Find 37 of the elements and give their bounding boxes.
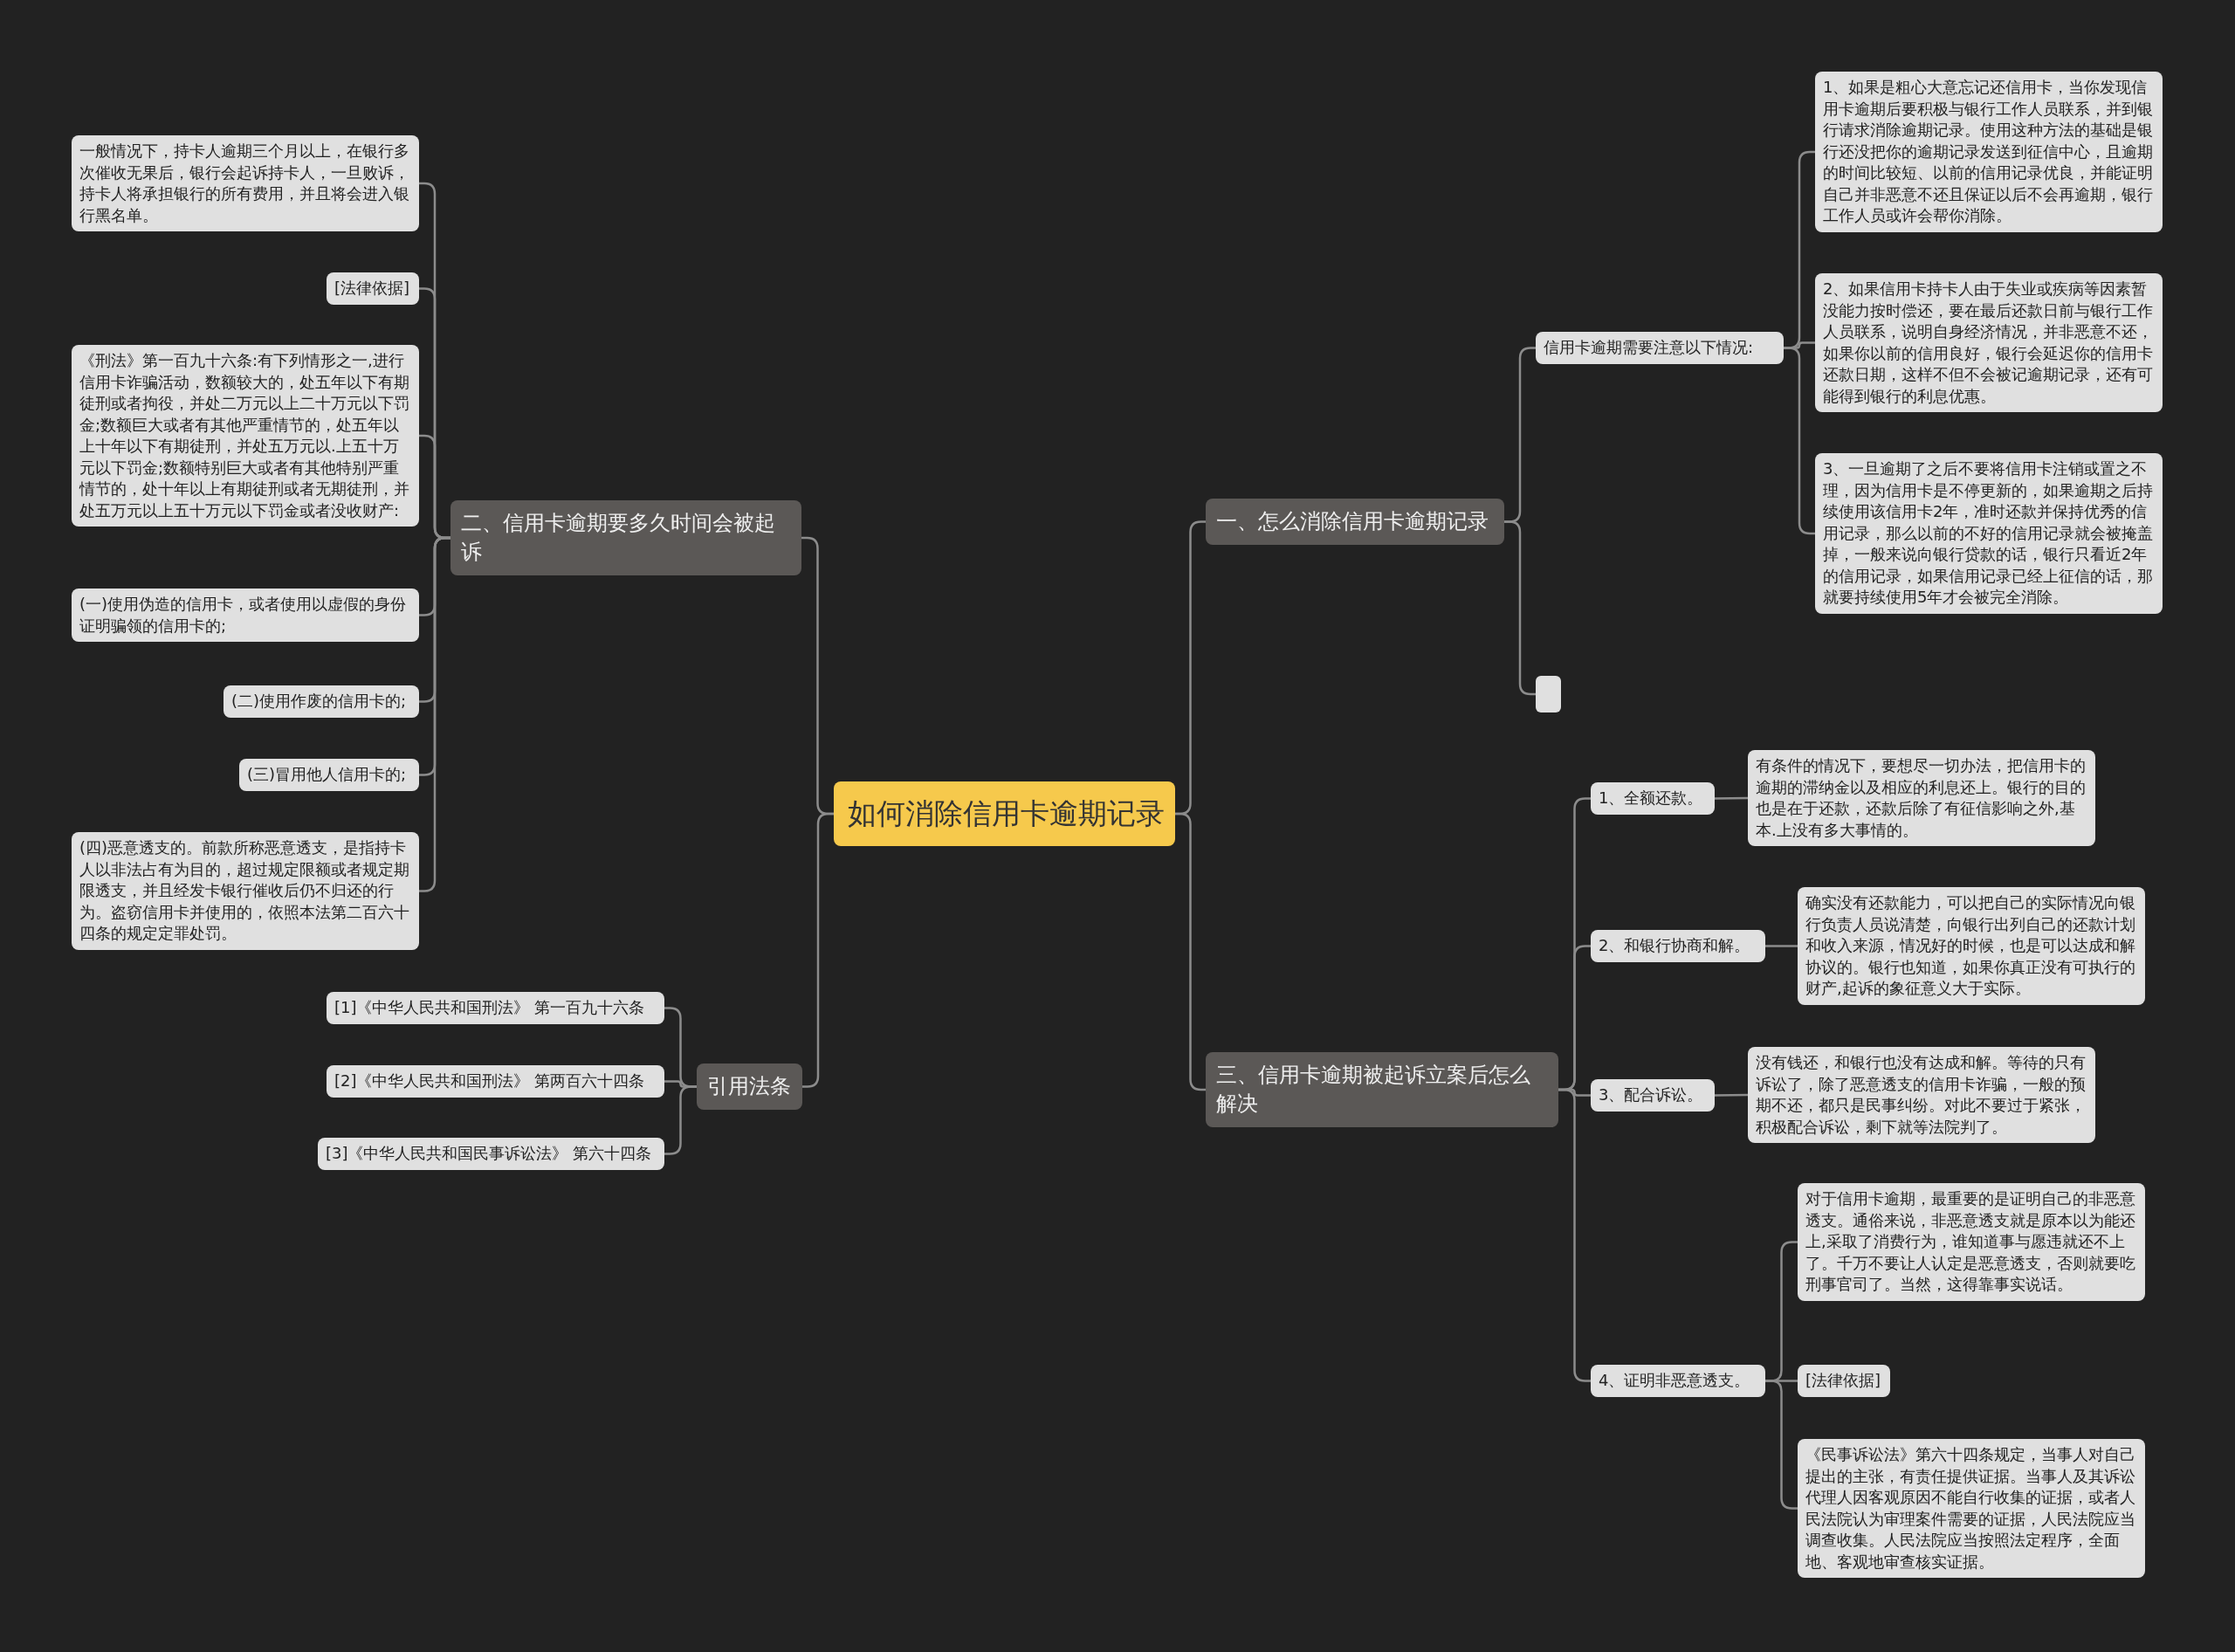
note-box: [法律依据] bbox=[327, 272, 419, 305]
note-box: (一)使用伪造的信用卡，或者使用以虚假的身份证明骗领的信用卡的; bbox=[72, 589, 419, 642]
note-box: (四)恶意透支的。前款所称恶意透支，是指持卡人以非法占有为目的，超过规定限额或者规定期限透支，并且经发卡银行催收后仍不归还的行为。盗窃信用卡并使用的，依照本法第二百六十四条的规定定罪处罚。 bbox=[72, 832, 419, 950]
note-box: 《刑法》第一百九十六条:有下列情形之一,进行信用卡诈骗活动，数额较大的，处五年以下有期徒刑或者拘役，并处二万元以上二十万元以下罚金;数额巨大或者有其他严重情节的，处五年以上十年以下有期徒刑，并处五万元以.上五十万元以下罚金;数额特别巨大或者有其他特别严重情节的，处十年以上有期徒刑或者无期徒刑，并处五万元以上五十万元以下罚金或者没收财产: bbox=[72, 345, 419, 527]
connector-line bbox=[419, 536, 450, 892]
note-box: 有条件的情况下，要想尽一切办法，把信用卡的逾期的滞纳金以及相应的利息还上。银行的目的也是在于还款，还款后除了有征信影响之外,基本.上没有多大事情的。 bbox=[1748, 750, 2095, 846]
note-box: 没有钱还，和银行也没有达成和解。等待的只有诉讼了，除了恶意透支的信用卡诈骗，一般的预期不还，都只是民事纠纷。对此不要过于紧张，积极配合诉讼，剩下就等法院判了。 bbox=[1748, 1047, 2095, 1143]
note-box: [2]《中华人民共和国刑法》 第两百六十四条 bbox=[327, 1065, 664, 1098]
connector-line bbox=[1715, 1093, 1748, 1097]
branch-topic: 三、信用卡逾期被起诉立案后怎么解决 bbox=[1206, 1052, 1558, 1127]
connector-line bbox=[1765, 1380, 1798, 1510]
connector-line bbox=[664, 1085, 697, 1155]
branch-topic: 一、怎么消除信用卡逾期记录 bbox=[1206, 499, 1504, 545]
note-box: 确实没有还款能力，可以把自己的实际情况向银行负责人员说清楚，向银行出列自己的还款计划和收入来源，情况好的时候，也是可以达成和解协议的。银行也知道，如果你真正没有可执行的财产,起诉的象征意义大于实际。 bbox=[1798, 887, 2145, 1005]
connector-line bbox=[1765, 945, 1798, 947]
note-box: 3、一旦逾期了之后不要将信用卡注销或置之不理，因为信用卡是不停更新的，如果逾期之后持续使用该信用卡2年，准时还款并保持优秀的信用记录，那么以前的不好的信用记录就会被掩盖掉，一般来说向银行贷款的话，银行只看近2年的信用记录，如果信用记录已经上征信的话，那就要持续使用5年才会被完全消除。 bbox=[1815, 453, 2163, 614]
branch-topic: 二、信用卡逾期要多久时间会被起诉 bbox=[450, 500, 801, 575]
note-box: [法律依据] bbox=[1798, 1365, 1890, 1397]
note-box: 1、全额还款。 bbox=[1591, 782, 1715, 815]
note-box: 2、如果信用卡持卡人由于失业或疾病等因素暂没能力按时偿还，要在最后还款日前与银行工作人员联系，说明自身经济情况，并非恶意不还，如果你以前的信用良好，银行会延迟你的信用卡还款日期，这样不但不会被记逾期记录，还有可能得到银行的利息优惠。 bbox=[1815, 273, 2163, 412]
note-box: 对于信用卡逾期，最重要的是证明自己的非恶意透支。通俗来说，非恶意透支就是原本以为能还上,采取了消费行为，谁知道事与愿违就还不上了。千万不要让人认定是恶意透支，否则就要吃刑事官司了。当然，这得靠事实说话。 bbox=[1798, 1183, 2145, 1301]
note-box: [3]《中华人民共和国民事诉讼法》 第六十四条 bbox=[318, 1138, 664, 1170]
connector-line bbox=[1558, 1088, 1591, 1382]
branch-topic: 引用法条 bbox=[697, 1063, 802, 1110]
note-box: 3、配合诉讼。 bbox=[1591, 1079, 1715, 1112]
note-box: (二)使用作废的信用卡的; bbox=[224, 685, 419, 718]
central-topic: 如何消除信用卡逾期记录 bbox=[834, 781, 1175, 846]
connector-line bbox=[1715, 796, 1748, 800]
note-box: 《民事诉讼法》第六十四条规定，当事人对自己提出的主张，有责任提供证据。当事人及其诉讼代理人因客观原因不能自行收集的证据，或者人民法院认为审理案件需要的证据，人民法院应当调查收集。人民法院应当按照法定程序，全面地、客观地审查核实证据。 bbox=[1798, 1439, 2145, 1578]
note-box: 2、和银行协商和解。 bbox=[1591, 930, 1765, 962]
note-box: 1、如果是粗心大意忘记还信用卡，当你发现信用卡逾期后要积极与银行工作人员联系，并到银行请求消除逾期记录。使用这种方法的基础是银行还没把你的逾期记录发送到征信中心，且逾期的时间比较短、以前的信用记录优良，并能证明自己并非恶意不还且保证以后不会再逾期，银行工作人员或许会帮你消除。 bbox=[1815, 72, 2163, 232]
note-box: 一般情况下，持卡人逾期三个月以上，在银行多次催收无果后，银行会起诉持卡人，一旦败诉，持卡人将承担银行的所有费用，并且将会进入银行黑名单。 bbox=[72, 135, 419, 231]
empty-box bbox=[1536, 676, 1561, 712]
note-box: 4、证明非恶意透支。 bbox=[1591, 1365, 1765, 1397]
note-box: (三)冒用他人信用卡的; bbox=[239, 759, 419, 791]
note-box: [1]《中华人民共和国刑法》 第一百九十六条 bbox=[327, 992, 664, 1024]
note-box: 信用卡逾期需要注意以下情况: bbox=[1536, 332, 1784, 364]
